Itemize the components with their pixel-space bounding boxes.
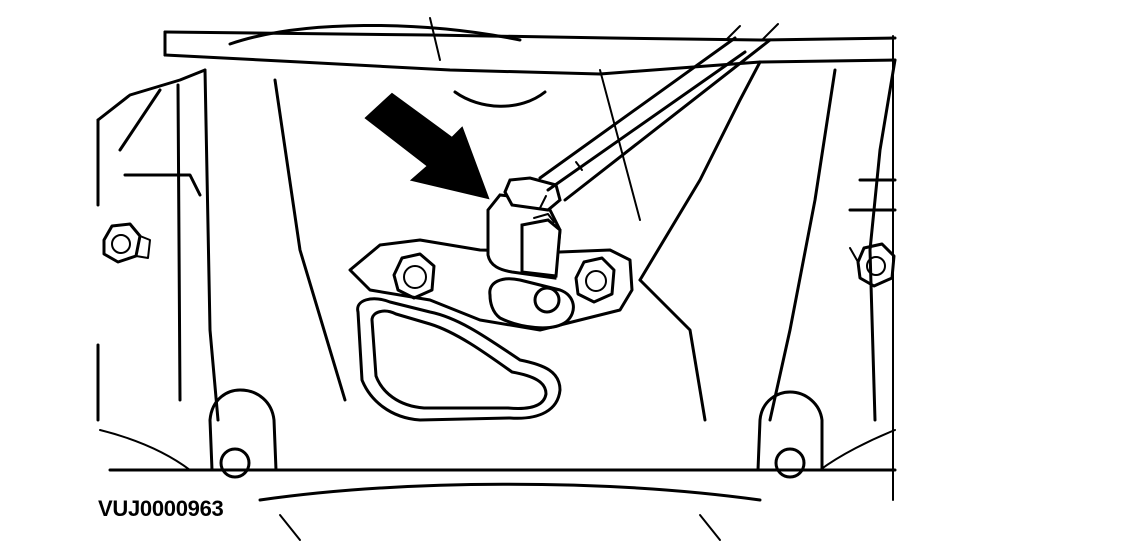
- arrow-icon: [364, 92, 490, 200]
- speed-sensor: [486, 176, 575, 330]
- sensor-mounting-boss: [348, 238, 634, 332]
- gasket-outline: [356, 297, 562, 422]
- center-right-bolt: [574, 256, 616, 304]
- housing-bottom-edge: [198, 468, 832, 541]
- left-outer-bolt: [102, 222, 151, 264]
- housing-top-edge: [163, 17, 897, 108]
- figure-id-label: VUJ0000963: [98, 496, 228, 522]
- right-mounting-lug: [756, 390, 824, 479]
- housing-right-section: [599, 58, 897, 472]
- left-mounting-lug: [208, 388, 278, 479]
- center-left-bolt: [392, 252, 436, 300]
- sensor-wiring-harness: [538, 23, 779, 202]
- housing-left-section: [96, 68, 347, 472]
